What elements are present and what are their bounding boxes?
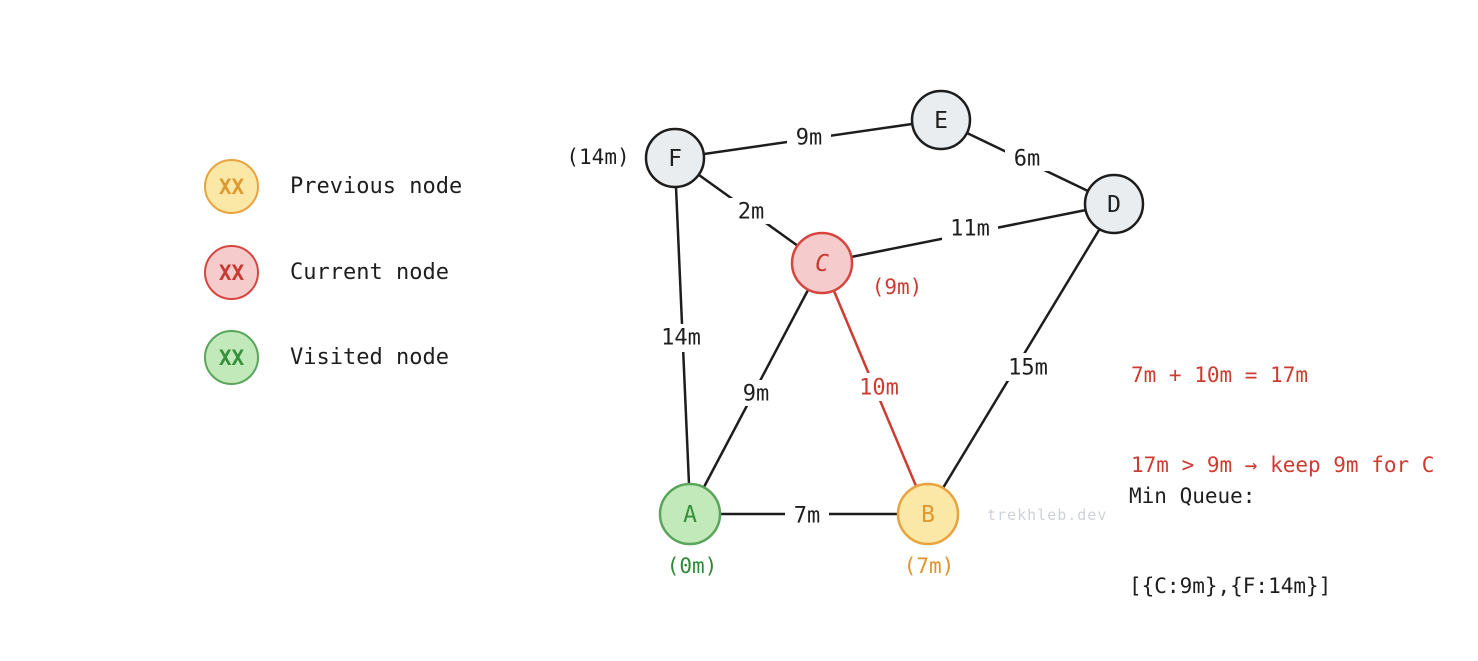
legend-item-current-node: XX Current node xyxy=(204,245,449,300)
legend-swatch-symbol: XX xyxy=(218,260,245,285)
edge-label-bg xyxy=(851,373,907,401)
edge-weight-C-B: 10m xyxy=(859,376,899,401)
edge-weight-F-A: 14m xyxy=(661,326,701,351)
node-A-distance: (0m) xyxy=(667,554,718,578)
node-F-label: F xyxy=(668,146,682,172)
min-queue-title: Min Queue: xyxy=(1129,484,1256,508)
legend-label: Current node xyxy=(290,260,449,285)
node-D-circle xyxy=(1083,173,1145,235)
edge-weight-E-D: 6m xyxy=(1014,147,1041,172)
node-F-distance: (14m) xyxy=(566,145,629,169)
edge-label-bg xyxy=(1005,145,1049,171)
edge-label-bg xyxy=(785,502,829,528)
node-E-label: E xyxy=(934,108,948,134)
edge-label-bg xyxy=(787,124,831,150)
node-A-circle xyxy=(658,482,722,546)
min-queue-value: [{C:9m},{F:14m}] xyxy=(1129,574,1332,598)
node-D-label: D xyxy=(1107,192,1121,218)
node-B-label: B xyxy=(921,502,935,528)
edge-label-bg xyxy=(729,198,773,224)
calculation-annotation: 7m + 10m = 17m 17m > 9m → keep 9m for C xyxy=(1131,300,1434,540)
calculation-line-2: 17m > 9m → keep 9m for C xyxy=(1131,453,1435,477)
legend-item-visited-node: XX Visited node xyxy=(204,330,449,385)
edge-weight-F-C: 2m xyxy=(738,200,765,225)
node-B-circle xyxy=(896,482,960,546)
current-node-swatch: XX xyxy=(204,245,259,300)
edge-weight-A-B: 7m xyxy=(794,504,821,529)
edge-weight-F-E: 9m xyxy=(796,126,823,151)
legend-swatch-symbol: XX xyxy=(218,174,245,199)
node-B-distance: (7m) xyxy=(904,554,955,578)
min-queue: Min Queue: [{C:9m},{F:14m}] xyxy=(1129,421,1331,661)
node-C-label: C xyxy=(815,251,829,277)
edge-label-bg xyxy=(942,215,998,241)
legend-label: Visited node xyxy=(290,345,449,370)
edge-label-bg xyxy=(652,324,710,352)
node-E-circle xyxy=(910,89,972,151)
node-C-circle xyxy=(790,231,854,295)
legend-swatch-symbol: XX xyxy=(218,345,245,370)
edge-weight-B-D: 15m xyxy=(1008,356,1048,381)
node-C-distance: (9m) xyxy=(872,275,923,299)
edge-label-bg xyxy=(734,380,778,406)
edge-weight-C-D: 11m xyxy=(950,217,990,242)
legend-item-previous-node: XX Previous node xyxy=(204,159,462,214)
calculation-line-1: 7m + 10m = 17m xyxy=(1131,363,1309,387)
edge-weight-A-C: 9m xyxy=(743,382,770,407)
node-F-circle xyxy=(644,127,706,189)
watermark: trekhleb.dev xyxy=(987,506,1108,524)
edge-label-bg xyxy=(1000,353,1056,381)
visited-node-swatch: XX xyxy=(204,330,259,385)
legend-label: Previous node xyxy=(290,174,463,199)
previous-node-swatch: XX xyxy=(204,159,259,214)
node-A-label: A xyxy=(683,502,697,528)
